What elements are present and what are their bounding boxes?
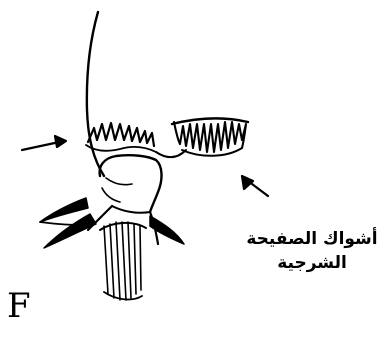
anal-lamina-top xyxy=(172,118,248,124)
connector-line xyxy=(156,150,186,157)
anal-lamina-base xyxy=(182,148,242,156)
spine-label-line2: الشرجية xyxy=(244,255,380,272)
hatched-stalk xyxy=(100,222,146,300)
left-fin-upper xyxy=(40,198,88,222)
left-spine-cluster xyxy=(88,123,154,146)
body-inner-fold-2 xyxy=(102,188,120,202)
panel-letter: F xyxy=(7,289,31,323)
left-arrow xyxy=(22,136,66,150)
anal-lamina-spines xyxy=(174,122,246,152)
left-cluster-base xyxy=(86,145,156,152)
body-inner-fold xyxy=(106,178,132,185)
lower-body-mid xyxy=(112,206,150,213)
right-leaf xyxy=(150,216,184,244)
spine-label-line1: أشواك الصفيحة xyxy=(244,231,380,248)
right-arrow xyxy=(242,176,268,196)
